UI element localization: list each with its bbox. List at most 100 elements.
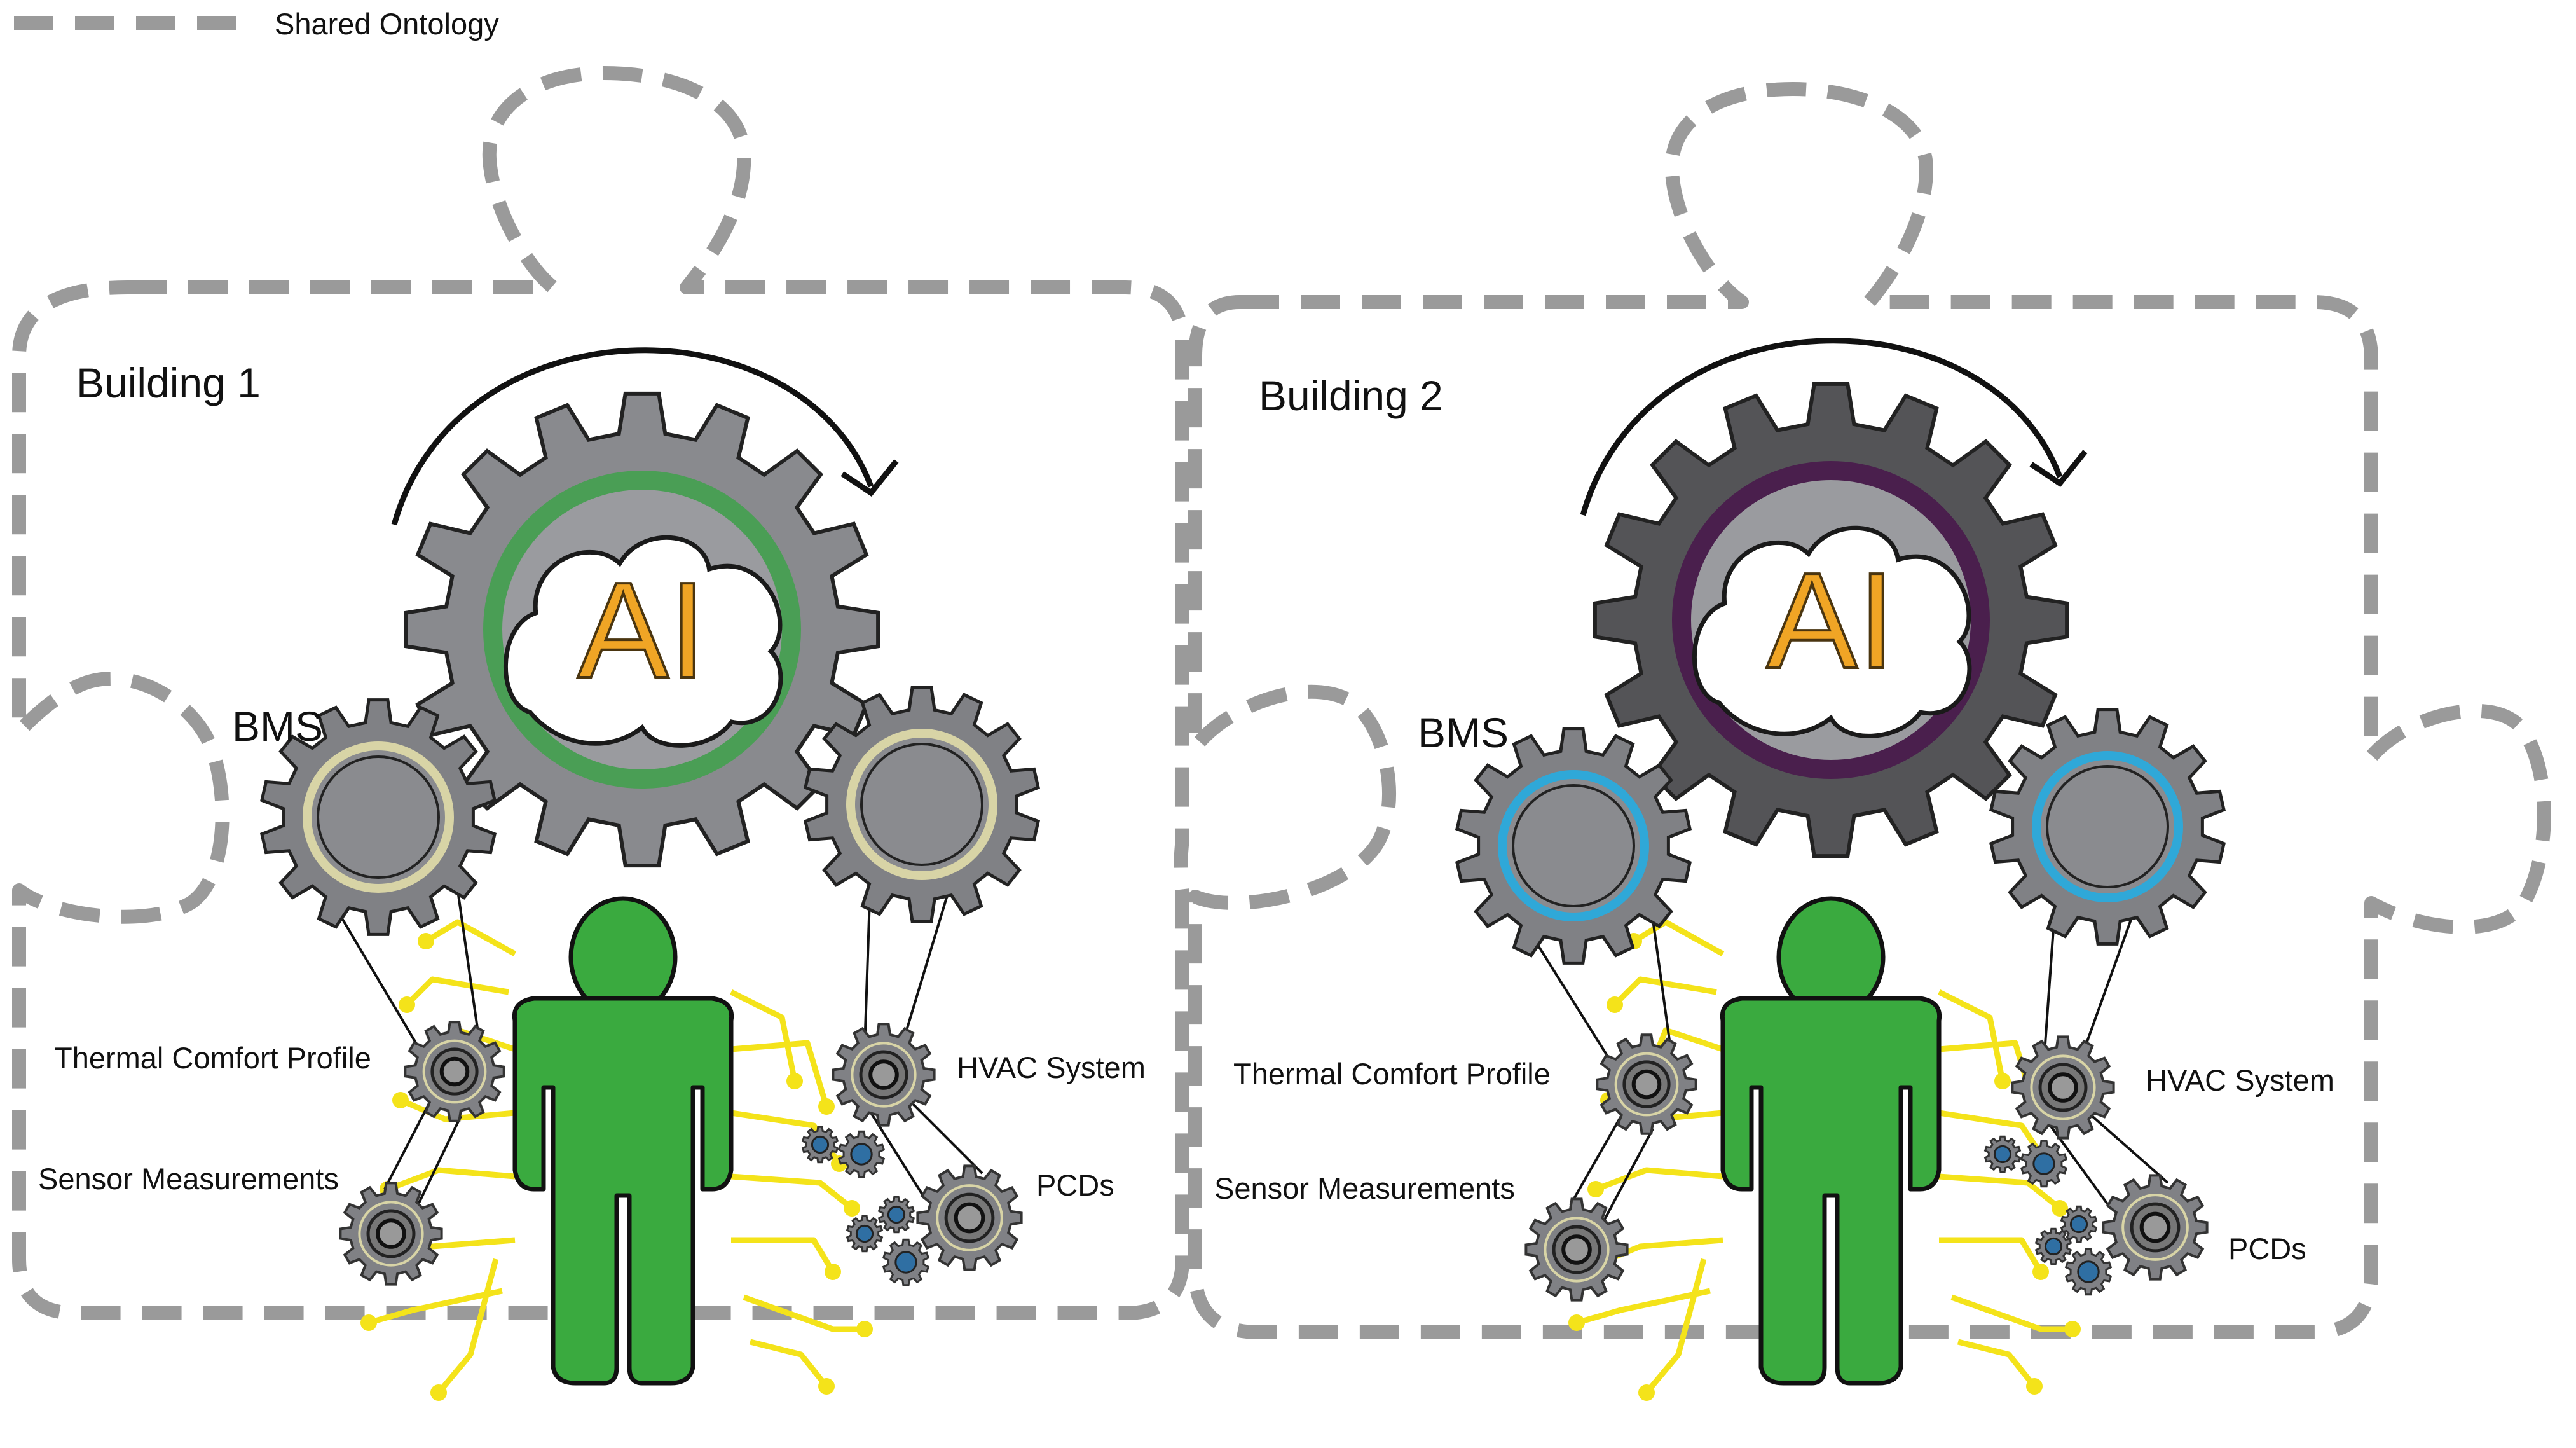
sensor-gear-ring — [358, 1201, 424, 1267]
circuit-trace — [387, 1167, 516, 1192]
circuit-traces — [360, 919, 873, 1401]
hvac-gear-ring — [851, 1042, 917, 1108]
bms-label: BMS — [232, 703, 323, 750]
small-cog-hub — [850, 1143, 873, 1166]
legend-label: Shared Ontology — [275, 7, 499, 41]
circuit-node — [392, 1092, 409, 1108]
belt-line — [908, 1099, 983, 1175]
bms-gear-left-hub — [1512, 784, 1635, 907]
circuit-trace — [404, 976, 509, 1007]
bms-gear-right-hub — [2046, 765, 2169, 888]
hvac-gear-ring — [2030, 1054, 2096, 1120]
belt-line — [1601, 1128, 1654, 1225]
pcds-label: PCDs — [2228, 1232, 2306, 1265]
small-cog-hub — [2044, 1237, 2063, 1256]
hvac-system-label: HVAC System — [2146, 1063, 2334, 1097]
belt-line — [2049, 1124, 2112, 1210]
circuit-trace — [731, 1237, 835, 1274]
puzzle-outline-1 — [12, 66, 1189, 1320]
circuit-node — [1568, 1314, 1585, 1331]
belt-line — [453, 867, 481, 1047]
circuit-trace — [1644, 1258, 1707, 1395]
thermal-comfort-label: Thermal Comfort Profile — [54, 1041, 371, 1075]
occupant-person — [1720, 896, 1942, 1386]
circuit-node — [844, 1200, 860, 1217]
circuit-node — [2032, 1264, 2049, 1280]
small-cog-hub — [2069, 1215, 2088, 1234]
ai-cloud — [1692, 525, 1972, 738]
person-body — [1720, 996, 1942, 1386]
pcds-gear-ring — [936, 1184, 1003, 1251]
rotation-arrow — [1580, 338, 2063, 516]
thermal-comfort-gear-ring — [1614, 1052, 1679, 1117]
belt-line — [1569, 1115, 1622, 1206]
circuit-node — [2064, 1321, 2081, 1337]
circuit-trace — [1938, 1040, 2038, 1108]
sensor-measurements-label: Sensor Measurements — [38, 1162, 339, 1196]
thermal-comfort-gear-axle — [1631, 1069, 1662, 1100]
person-body — [512, 996, 734, 1386]
puzzle-piece-building-2 — [1188, 82, 2551, 1339]
circuit-trace — [730, 1040, 830, 1108]
belt-line — [2081, 896, 2141, 1056]
ai-cloud — [504, 535, 783, 748]
circuit-node — [786, 1073, 803, 1089]
belt-line — [383, 1103, 430, 1190]
sensor-gear-axle — [1561, 1234, 1592, 1265]
circuit-trace — [729, 989, 798, 1082]
pcds-gear-ring — [2121, 1194, 2189, 1261]
sensor-gear-ring — [1544, 1217, 1610, 1283]
circuit-trace — [367, 1288, 503, 1326]
circuit-trace — [749, 1339, 829, 1388]
puzzle-outline-2 — [1188, 82, 2551, 1339]
thermal-comfort-gear-axle — [439, 1056, 470, 1087]
circuit-node — [2026, 1378, 2043, 1395]
occupant-person — [512, 896, 734, 1386]
legend: Shared Ontology — [14, 7, 499, 41]
bms-label: BMS — [1418, 709, 1509, 756]
building-title: Building 2 — [1259, 372, 1443, 419]
circuit-node — [1638, 1384, 1655, 1401]
circuit-trace — [1939, 1237, 2043, 1274]
thermal-comfort-label: Thermal Comfort Profile — [1233, 1057, 1551, 1091]
rotation-arrow-head — [2029, 450, 2088, 488]
circuit-node — [818, 1378, 835, 1395]
rotation-arrow — [391, 347, 874, 526]
building-2: Building 2 AI BMS Thermal Comfort ProfileSe… — [1214, 338, 2334, 1401]
circuit-node — [1994, 1073, 2011, 1089]
circuit-trace — [743, 1294, 865, 1332]
ai-label: AI — [1766, 544, 1895, 697]
thermal-comfort-gear-ring — [422, 1039, 487, 1104]
pcds-gear-axle — [954, 1202, 985, 1234]
small-cog-hub — [894, 1251, 917, 1274]
hvac-system-label: HVAC System — [957, 1051, 1146, 1084]
circuit-trace — [1594, 1167, 1723, 1192]
belt-line — [870, 1112, 926, 1200]
hvac-gear-axle — [868, 1059, 899, 1090]
ai-label: AI — [577, 553, 706, 707]
circuit-trace — [436, 1258, 499, 1395]
small-cog-hub — [1993, 1145, 2012, 1164]
circuit-trace — [1938, 1173, 2062, 1211]
belt-line — [901, 874, 955, 1044]
circuit-trace — [1575, 1288, 1711, 1326]
small-cog-hub — [2032, 1152, 2055, 1175]
circuit-trace — [1612, 976, 1717, 1007]
puzzle-piece-building-1 — [12, 66, 1189, 1320]
circuit-trace — [424, 919, 517, 956]
circuit-node — [1587, 1181, 1604, 1197]
sensor-measurements-label: Sensor Measurements — [1214, 1171, 1515, 1205]
belt-line — [415, 1115, 462, 1209]
circuit-node — [399, 996, 415, 1013]
circuit-trace — [1937, 989, 2006, 1082]
circuit-node — [418, 933, 434, 949]
small-cog-hub — [811, 1135, 830, 1154]
circuit-trace — [1950, 1294, 2072, 1332]
pcds-gear-axle — [2139, 1211, 2171, 1243]
circuit-trace — [399, 1097, 516, 1122]
circuit-node — [825, 1264, 841, 1280]
circuit-node — [360, 1314, 377, 1331]
circuit-node — [818, 1098, 835, 1115]
circuit-node — [430, 1384, 447, 1401]
circuit-node — [2052, 1200, 2068, 1217]
